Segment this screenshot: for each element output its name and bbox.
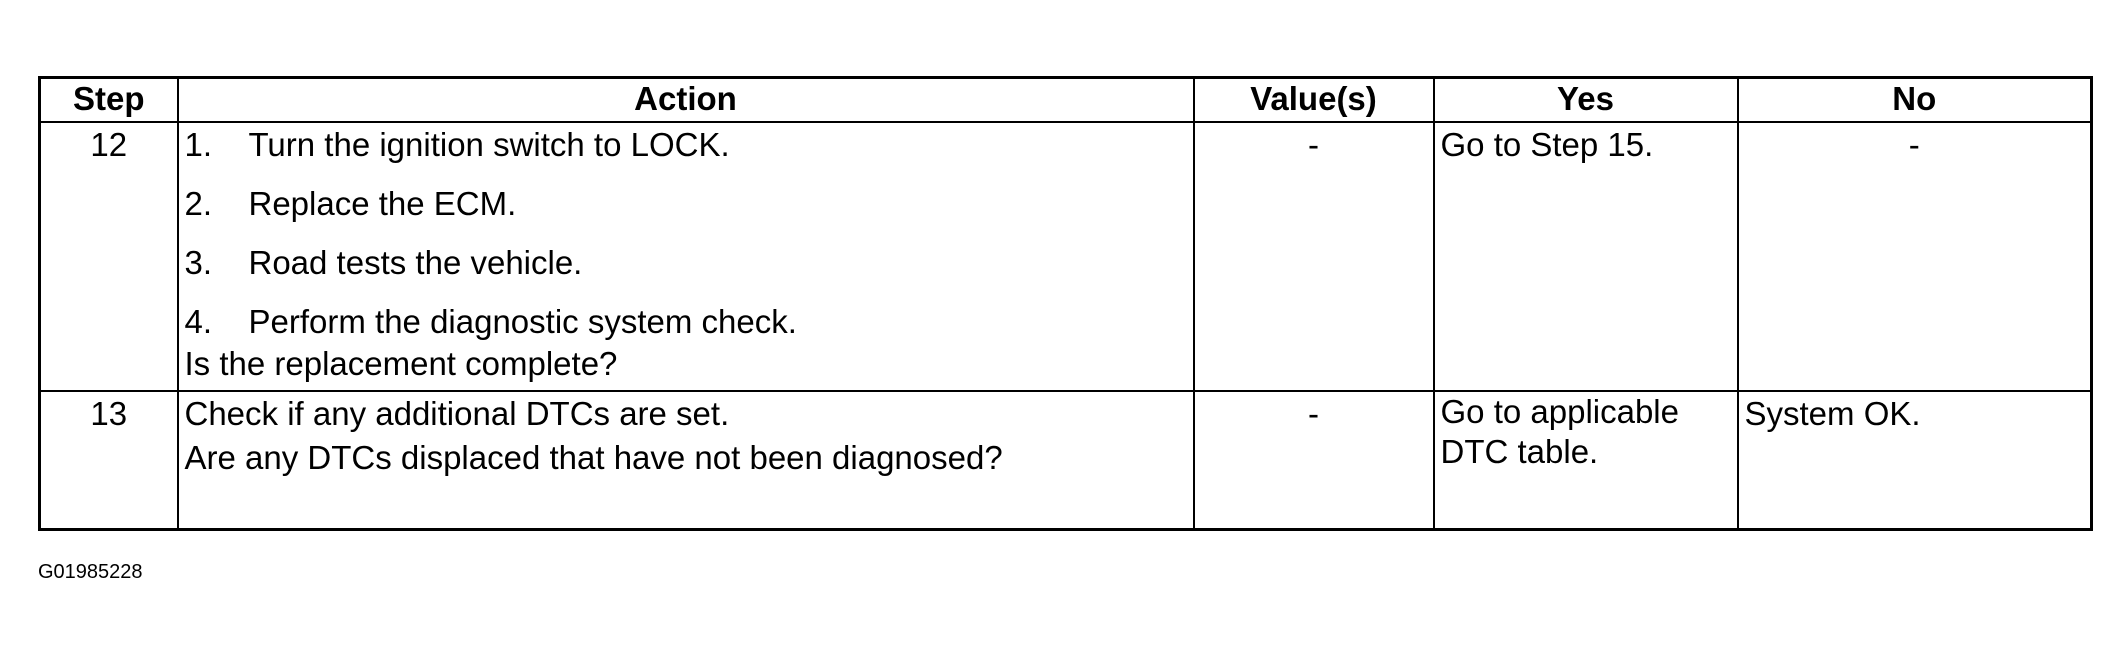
action-cell: Check if any additional DTCs are set. Ar… bbox=[176, 390, 1195, 530]
action-list: 1. Turn the ignition switch to LOCK. 2. … bbox=[185, 123, 1187, 344]
step-number: 12 bbox=[38, 121, 179, 392]
table-header-row: Step Action Value(s) Yes No bbox=[38, 76, 2093, 123]
table-row-step-12: 12 1. Turn the ignition switch to LOCK. … bbox=[38, 121, 2093, 392]
action-item-number: 4. bbox=[184, 303, 213, 340]
value-cell: - bbox=[1192, 121, 1435, 392]
action-item: 4. Perform the diagnostic system check. bbox=[185, 300, 1187, 344]
no-cell: - bbox=[1736, 121, 2093, 392]
header-action: Action bbox=[176, 76, 1195, 123]
action-item-number: 1. bbox=[184, 126, 213, 163]
action-item: 2. Replace the ECM. bbox=[185, 182, 1187, 226]
action-item-text: Road tests the vehicle. bbox=[248, 244, 583, 281]
action-item-text: Perform the diagnostic system check. bbox=[248, 303, 797, 340]
action-item-number: 2. bbox=[184, 185, 213, 222]
step-number: 13 bbox=[38, 390, 179, 530]
action-item-text: Turn the ignition switch to LOCK. bbox=[248, 126, 730, 163]
action-question: Are any DTCs displaced that have not bee… bbox=[184, 439, 1003, 476]
value-cell: - bbox=[1192, 390, 1435, 530]
yes-text: Go to applicable DTC table. bbox=[1440, 393, 1680, 470]
action-question: Is the replacement complete? bbox=[184, 345, 618, 382]
yes-cell: Go to Step 15. bbox=[1432, 121, 1739, 392]
action-item-number: 3. bbox=[184, 244, 213, 281]
table-row-step-13: 13 Check if any additional DTCs are set.… bbox=[38, 390, 2093, 530]
figure-id: G01985228 bbox=[38, 561, 143, 583]
header-yes: Yes bbox=[1432, 76, 1739, 123]
header-no: No bbox=[1736, 76, 2093, 123]
no-cell: System OK. bbox=[1736, 390, 2093, 530]
diagnostic-table: Step Action Value(s) Yes No 12 1. Turn t… bbox=[38, 76, 2093, 531]
action-text: Check if any additional DTCs are set. bbox=[184, 395, 730, 432]
action-item-text: Replace the ECM. bbox=[248, 185, 517, 222]
header-values: Value(s) bbox=[1192, 76, 1435, 123]
action-item: 3. Road tests the vehicle. bbox=[185, 241, 1187, 285]
header-step: Step bbox=[38, 76, 179, 123]
action-item: 1. Turn the ignition switch to LOCK. bbox=[185, 123, 1187, 167]
action-cell: 1. Turn the ignition switch to LOCK. 2. … bbox=[176, 121, 1195, 392]
yes-cell: Go to applicable DTC table. bbox=[1432, 390, 1739, 530]
